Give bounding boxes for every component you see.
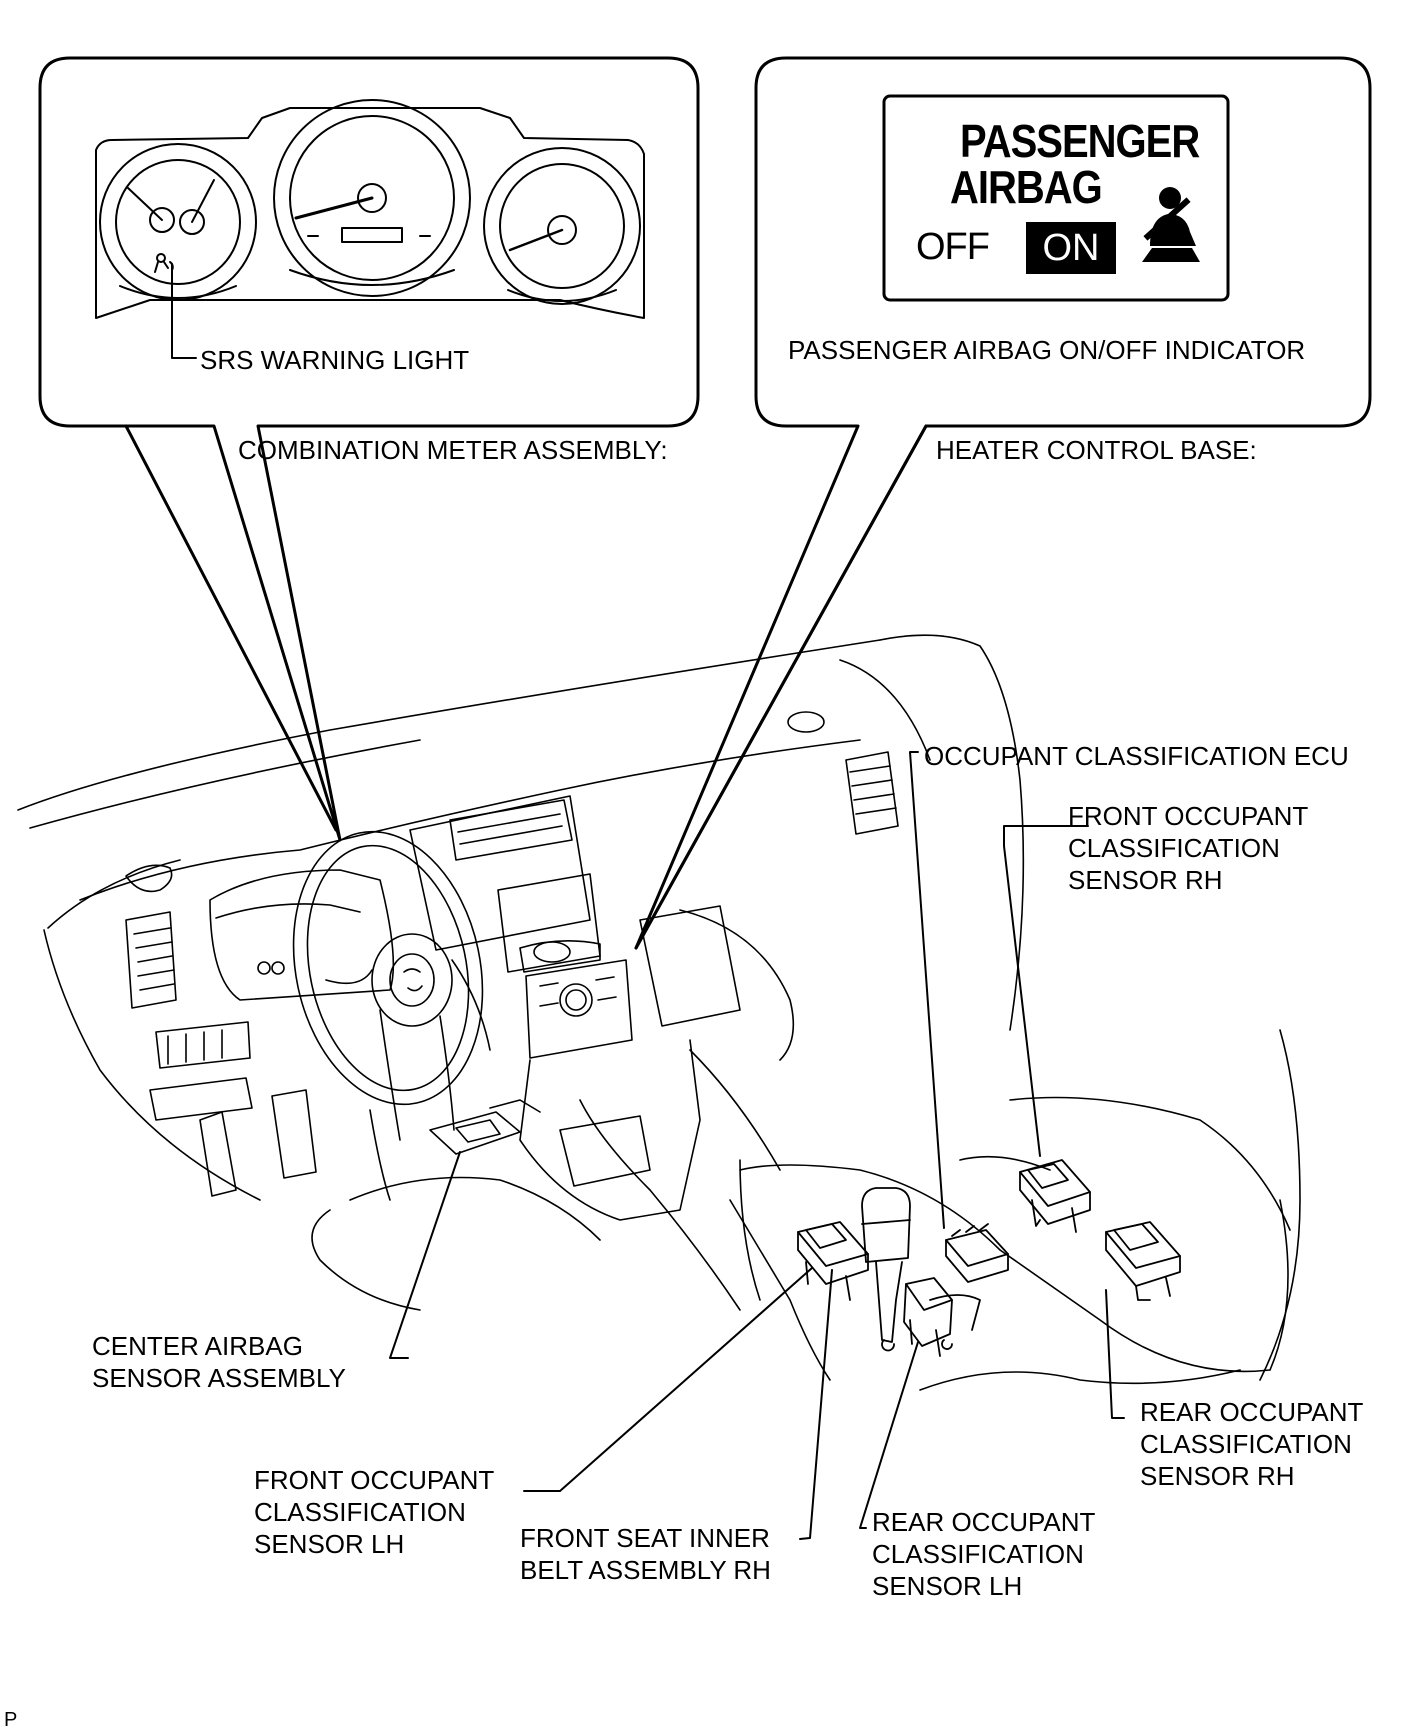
center-airbag-label: CENTER AIRBAG SENSOR ASSEMBLY [92, 1331, 346, 1393]
indicator-caption: PASSENGER AIRBAG ON/OFF INDICATOR [788, 335, 1306, 365]
inner-belt-label: FRONT SEAT INNER BELT ASSEMBLY RH [520, 1523, 771, 1585]
indicator-display-frame [882, 94, 1230, 302]
combination-meter-drawing [95, 99, 645, 319]
rear-sensor-rh-part [1105, 1221, 1181, 1301]
leader-lines [389, 751, 1125, 1540]
front-sensor-lh-part [797, 1221, 869, 1301]
indicator-on-badge: ON [1026, 222, 1116, 274]
occupant-classification-ecu-part [945, 1223, 1009, 1283]
airbag-warning-icon [154, 253, 174, 273]
srs-warning-light-label: SRS WARNING LIGHT [200, 345, 470, 375]
occupant-ecu-label: OCCUPANT CLASSIFICATION ECU [924, 741, 1349, 771]
srs-leader-line [171, 263, 197, 359]
indicator-callout-panel [634, 56, 1372, 950]
inner-belt-buckle-part [861, 1187, 911, 1352]
front-sensor-rh-part [1019, 1159, 1091, 1233]
front-sensor-rh-label: FRONT OCCUPANT CLASSIFICATION SENSOR RH [1068, 801, 1309, 895]
combination-meter-label: COMBINATION METER ASSEMBLY: [238, 435, 668, 465]
footer-code: P [4, 1709, 18, 1731]
indicator-off-text: OFF [916, 226, 990, 268]
passenger-airbag-line1: PASSENGER [960, 116, 1200, 168]
rear-sensor-lh-part [903, 1277, 981, 1357]
rear-sensor-rh-label: REAR OCCUPANT CLASSIFICATION SENSOR RH [1140, 1397, 1364, 1491]
dashboard-drawing [17, 634, 1301, 1391]
seatbelt-icon [1142, 187, 1200, 262]
front-sensor-lh-label: FRONT OCCUPANT CLASSIFICATION SENSOR LH [254, 1465, 495, 1559]
rear-sensor-lh-label: REAR OCCUPANT CLASSIFICATION SENSOR LH [872, 1507, 1096, 1601]
passenger-airbag-line2: AIRBAG [950, 162, 1103, 214]
heater-control-label: HEATER CONTROL BASE: [936, 435, 1257, 465]
